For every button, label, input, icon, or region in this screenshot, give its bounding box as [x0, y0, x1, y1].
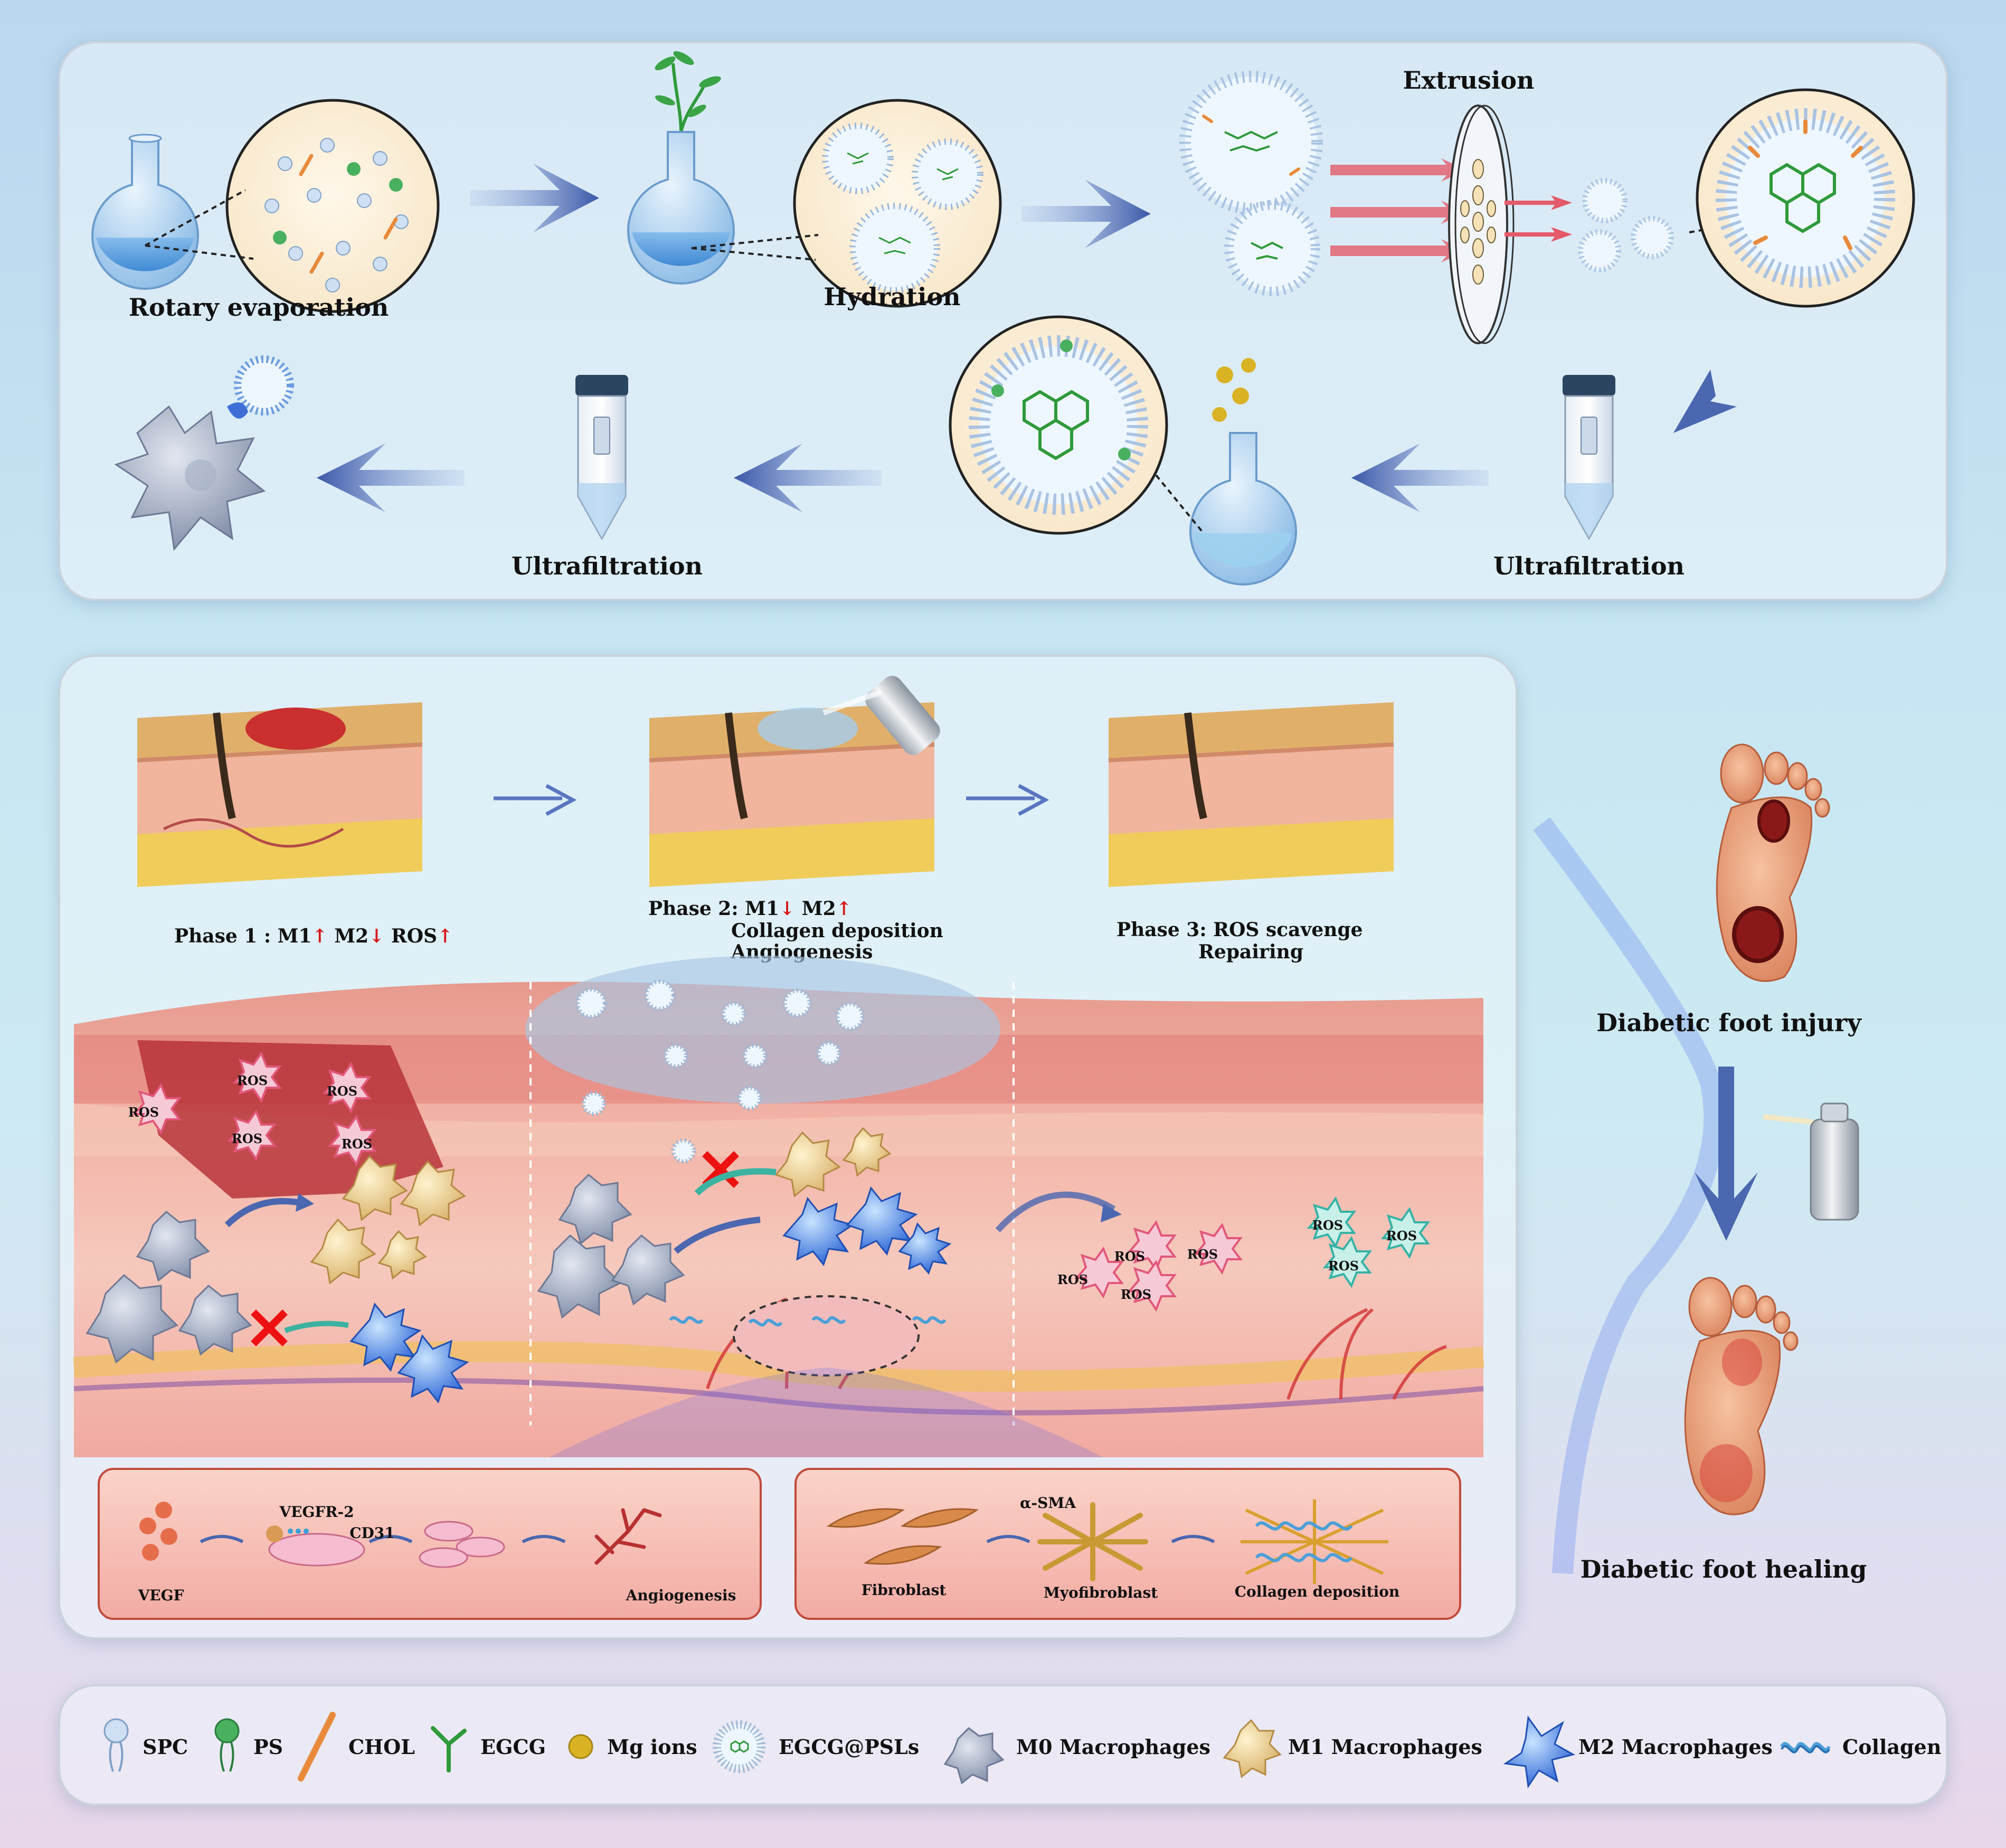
large-liposomes — [1179, 71, 1323, 296]
egcg-psl-liposomes — [575, 979, 865, 1164]
arrow-curve — [995, 1191, 1122, 1233]
foot-icon — [1716, 743, 1830, 982]
side-light-curve — [1533, 817, 1725, 1574]
hydration-label: Hydration — [824, 282, 961, 311]
legend-spc: SPC — [100, 1710, 188, 1784]
legend-m2: M2 Macrophages — [1503, 1710, 1773, 1789]
legend-mg: Mg ions — [565, 1710, 697, 1784]
arrow-right — [470, 164, 599, 232]
collagen-icon — [1780, 1742, 1831, 1753]
cd31-label: CD31 — [349, 1524, 395, 1542]
arrow-down — [1695, 1067, 1758, 1241]
ros-label: ROS — [1386, 1228, 1417, 1243]
angiogenesis-illustration — [139, 1502, 662, 1568]
centrifuge-tube-icon — [575, 375, 628, 541]
zoom-connector — [691, 234, 819, 261]
skin-block-phase2 — [649, 676, 940, 887]
ps-icon — [214, 1718, 240, 1772]
diabetic-foot-injury-label: Diabetic foot injury — [1596, 1008, 1861, 1037]
ros-stars-phase1 — [132, 1051, 377, 1167]
lipid-mixture-circle — [225, 99, 440, 313]
ros-label: ROS — [341, 1136, 373, 1152]
egcg-icon — [431, 1726, 467, 1772]
ros-label: ROS — [1120, 1287, 1152, 1302]
arrow-right — [1021, 180, 1151, 248]
phase3-repairing-label: Repairing — [1198, 941, 1303, 963]
flask-mg-icon — [1189, 358, 1297, 586]
extrusion-label: Extrusion — [1403, 66, 1535, 95]
angiogenesis-box — [98, 1468, 762, 1620]
arrow-left — [734, 444, 882, 512]
macrophages-phase1 — [86, 1155, 469, 1404]
legend-chol: CHOL — [296, 1710, 415, 1784]
ultrafiltration-label-right: Ultrafiltration — [1493, 552, 1685, 580]
m0-macrophage-icon — [943, 1727, 1005, 1785]
legend-ps: PS — [211, 1710, 283, 1784]
legend-egcg-psls: EGCG@PSLs — [710, 1710, 919, 1784]
vegf-label: VEGF — [138, 1587, 184, 1604]
asma-label: α-SMA — [1019, 1494, 1076, 1512]
arrow-right-small — [494, 784, 577, 816]
spray-can-icon — [822, 676, 940, 755]
m2-macrophage-icon — [1503, 1715, 1575, 1789]
ros-stars-phase3 — [1074, 1196, 1430, 1312]
collagen-illustration — [826, 1500, 1388, 1584]
legend-panel — [58, 1684, 1948, 1806]
phase1-label: Phase 1 : M1↑ M2↓ ROS↑ — [174, 925, 453, 947]
hydrated-liposomes-circle — [793, 99, 1002, 308]
ros-label: ROS — [236, 1073, 268, 1088]
rotary-evaporation-label: Rotary evaporation — [128, 293, 389, 322]
foot-icon — [1684, 1277, 1799, 1515]
m1-macrophage-icon — [1223, 1719, 1282, 1778]
skin-block-phase1 — [137, 702, 423, 887]
egcg-psls-icon — [713, 1720, 765, 1773]
ros-label: ROS — [1114, 1249, 1146, 1264]
zoom-connector — [145, 189, 254, 260]
ros-label: ROS — [128, 1105, 159, 1120]
extrusion-arrows — [1330, 158, 1466, 262]
legend-egcg: EGCG — [428, 1710, 546, 1784]
large-egcg-psl-circle — [949, 315, 1168, 535]
collagen-deposition-label: Collagen deposition — [1234, 1583, 1400, 1600]
ros-label: ROS — [1328, 1258, 1359, 1274]
mg-ions-icon — [568, 1734, 593, 1759]
membrane-filter-icon — [1448, 105, 1515, 344]
flask-icon — [91, 134, 199, 290]
phase3-label: Phase 3: ROS scavenge — [1116, 919, 1363, 941]
myofibroblast-label: Myofibroblast — [1043, 1584, 1158, 1601]
small-liposomes — [1578, 178, 1674, 272]
phase2-label: Phase 2: M1↓ M2↑ — [648, 898, 852, 920]
ros-label: ROS — [1312, 1218, 1343, 1233]
macrophages-phase2 — [537, 1127, 952, 1327]
egcg-liposome-circle — [1696, 88, 1915, 308]
ros-label: ROS — [326, 1083, 358, 1099]
phase2-collagen-label: Collagen deposition — [731, 920, 943, 942]
fibroblast-label: Fibroblast — [861, 1581, 947, 1599]
angiogenesis-label: Angiogenesis — [626, 1587, 736, 1604]
arrow-left — [1351, 444, 1489, 512]
m0-macrophage-uptake-icon — [114, 355, 294, 551]
ros-label: ROS — [231, 1131, 263, 1146]
spc-icon — [103, 1718, 129, 1772]
zoom-connector — [1155, 474, 1205, 534]
chol-icon — [298, 1712, 336, 1781]
arrow-left — [317, 444, 465, 512]
arrow-down-left — [1673, 322, 1790, 433]
cross-icon — [251, 1309, 288, 1346]
legend-m0: M0 Macrophages — [943, 1710, 1210, 1785]
ultrafiltration-label-left: Ultrafiltration — [512, 552, 703, 580]
centrifuge-tube-icon — [1563, 375, 1615, 541]
spray-can-icon — [1763, 1102, 1859, 1221]
ros-label: ROS — [1057, 1272, 1089, 1287]
extrusion-arrows-out — [1505, 195, 1572, 242]
vegfr2-label: VEGFR-2 — [279, 1503, 354, 1521]
arrow-right-small — [966, 784, 1049, 816]
skin-block-phase3 — [1108, 702, 1394, 887]
legend-collagen: Collagen — [1779, 1710, 1941, 1784]
ros-label: ROS — [1187, 1247, 1218, 1262]
legend-m1: M1 Macrophages — [1219, 1710, 1482, 1784]
flask-with-egcg-icon — [627, 51, 735, 285]
diabetic-foot-healing-label: Diabetic foot healing — [1580, 1555, 1867, 1583]
